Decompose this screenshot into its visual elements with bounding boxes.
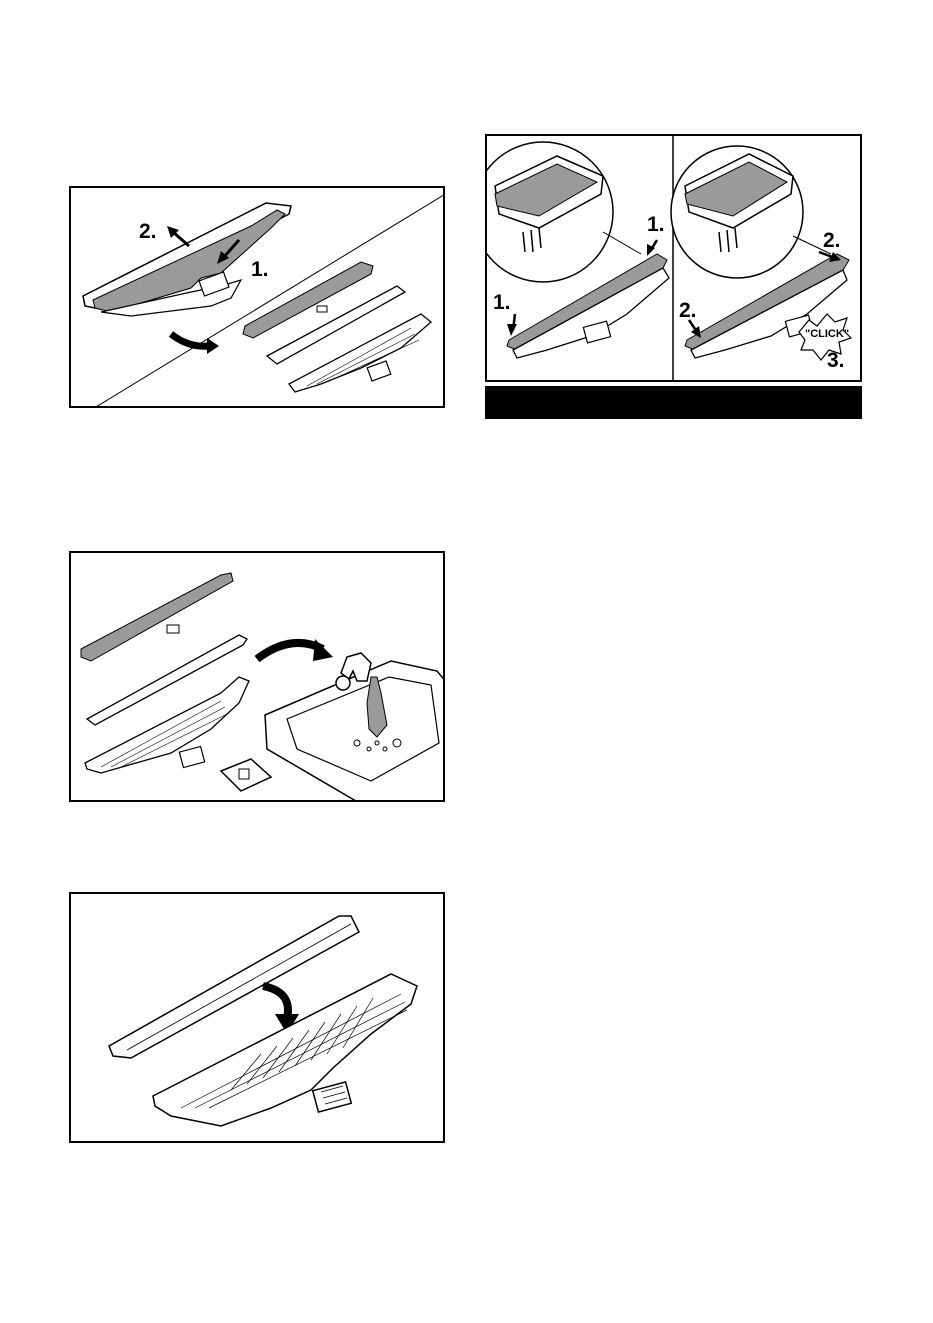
step-label-1-left: 1. — [493, 292, 511, 313]
step-label-2: 2. — [139, 221, 157, 242]
illustration-insert-blade — [71, 894, 445, 1143]
illustration-remove-cover — [71, 188, 445, 408]
figure-insert-blade — [69, 892, 445, 1143]
click-text: "CLICK" — [805, 328, 849, 340]
illustration-rinse-parts — [71, 553, 445, 802]
step-label-1-right: 1. — [647, 214, 665, 235]
figure-rinse-parts — [69, 551, 445, 802]
figure-attach-cover: 1. 1. 2. 2. "CLICK" 3. — [485, 134, 862, 382]
step-label-3: 3. — [827, 350, 845, 371]
step-label-2-left: 2. — [679, 300, 697, 321]
caption-bar — [485, 386, 862, 419]
illustration-attach-cover — [487, 136, 862, 382]
figure-remove-cover: 2. 1. — [69, 186, 445, 408]
step-label-1: 1. — [251, 259, 269, 280]
step-label-2-right: 2. — [823, 230, 841, 251]
